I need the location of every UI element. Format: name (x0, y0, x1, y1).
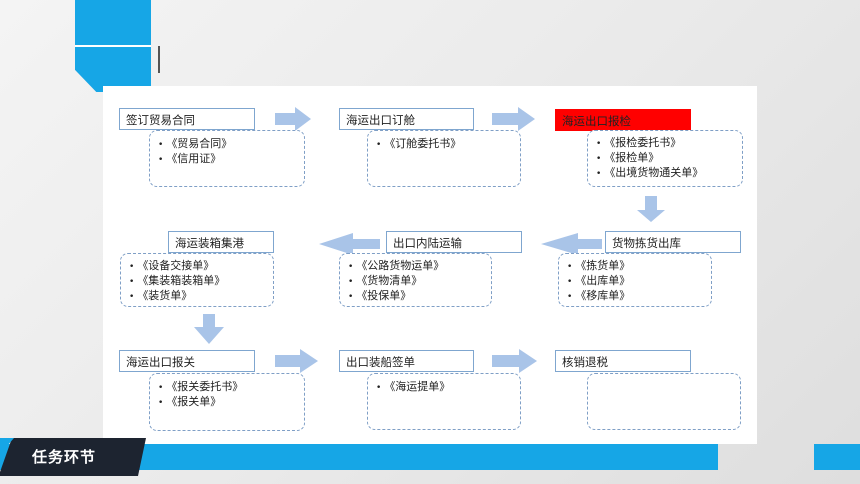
doc-item: 《出库单》 (567, 274, 711, 289)
arrow-right-1 (275, 107, 311, 131)
footer-label-tab (0, 438, 146, 476)
doc-item: 《报检单》 (596, 151, 742, 166)
doc-item: 《报检委托书》 (596, 136, 742, 151)
docs-box-tax-refund (587, 373, 741, 430)
doc-item: 《报关单》 (158, 395, 304, 410)
flow-arrows (194, 107, 665, 373)
docs-box-customs: 《报关委托书》《报关单》 (149, 373, 305, 431)
flow-diagram-panel: 签订贸易合同 《贸易合同》《信用证》 海运出口订舱 《订舱委托书》 海运出口报检… (103, 86, 757, 444)
arrow-left-2 (319, 233, 380, 255)
step-customs-declaration: 海运出口报关 (119, 350, 255, 372)
docs-box-shipping-bill: 《海运提单》 (367, 373, 521, 430)
arrow-down-1 (637, 196, 665, 222)
docs-box-inland-transport: 《公路货物运单》《货物清单》《投保单》 (339, 253, 492, 307)
step-label: 海运出口报关 (126, 355, 195, 369)
doc-item: 《移库单》 (567, 289, 711, 304)
step-sign-trade-contract: 签订贸易合同 (119, 108, 255, 130)
step-tax-refund: 核销退税 (555, 350, 691, 372)
step-export-booking: 海运出口订舱 (339, 108, 474, 130)
doc-item: 《装货单》 (129, 289, 273, 304)
doc-item: 《货物清单》 (348, 274, 491, 289)
footer-section-label: 任务环节 (32, 448, 97, 466)
doc-item: 《集装箱装箱单》 (129, 274, 273, 289)
step-label: 出口内陆运输 (393, 236, 462, 250)
docs-box-inspection: 《报检委托书》《报检单》《出境货物通关单》 (587, 130, 743, 187)
docs-box-trade-contract: 《贸易合同》《信用证》 (149, 130, 305, 187)
doc-item: 《信用证》 (158, 152, 304, 167)
docs-box-container-port: 《设备交接单》《集装箱装箱单》《装货单》 (120, 253, 274, 307)
doc-item: 《公路货物运单》 (348, 259, 491, 274)
step-label: 海运装箱集港 (175, 236, 244, 250)
arrow-right-4 (492, 349, 537, 373)
doc-item: 《出境货物通关单》 (596, 166, 742, 181)
step-label: 海运出口订舱 (346, 113, 415, 127)
step-label: 出口装船签单 (346, 355, 415, 369)
arrow-right-3 (275, 349, 318, 373)
footer-right-block (814, 444, 860, 470)
title-divider (158, 46, 160, 73)
doc-item: 《投保单》 (348, 289, 491, 304)
arrow-right-2 (492, 107, 535, 131)
docs-box-picking: 《拣货单》《出库单》《移库单》 (558, 253, 712, 307)
doc-item: 《报关委托书》 (158, 380, 304, 395)
step-label: 海运出口报检 (562, 114, 631, 128)
doc-item: 《订舱委托书》 (376, 137, 520, 152)
step-label: 核销退税 (562, 355, 608, 369)
docs-box-booking: 《订舱委托书》 (367, 130, 521, 187)
step-container-port: 海运装箱集港 (168, 231, 274, 253)
step-shipping-bill: 出口装船签单 (339, 350, 474, 372)
step-inland-transport: 出口内陆运输 (386, 231, 522, 253)
arrow-left-1 (541, 233, 602, 255)
top-accent-line (75, 45, 151, 47)
doc-item: 《贸易合同》 (158, 137, 304, 152)
arrow-down-2 (194, 314, 224, 344)
doc-item: 《拣货单》 (567, 259, 711, 274)
step-label: 货物拣货出库 (612, 236, 681, 250)
doc-item: 《海运提单》 (376, 380, 520, 395)
step-export-inspection: 海运出口报检 (555, 109, 691, 131)
step-label: 签订贸易合同 (126, 113, 195, 127)
doc-item: 《设备交接单》 (129, 259, 273, 274)
step-picking-outbound: 货物拣货出库 (605, 231, 741, 253)
